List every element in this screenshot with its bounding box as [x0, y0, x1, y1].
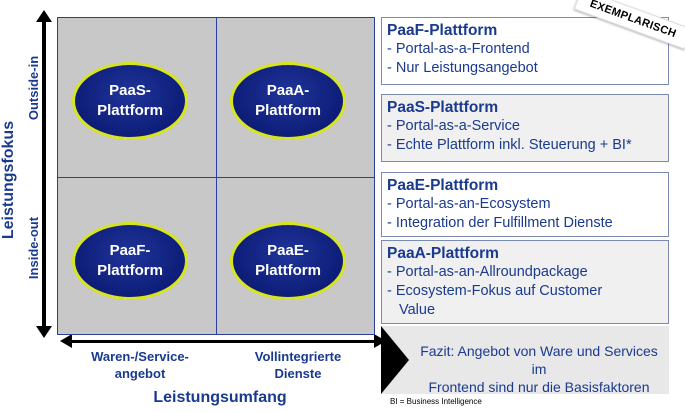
x-axis-title: Leistungsumfang — [153, 389, 287, 406]
x-axis-right-label: Vollintegrierte Dienste — [228, 348, 368, 382]
x-axis-left-label: Waren-/Service- angebot — [70, 348, 210, 382]
box-paaf: PaaF-Plattform - Portal-as-a-Frontend - … — [381, 17, 669, 85]
box-paaf-line1: - Portal-as-a-Frontend — [387, 41, 530, 57]
x-axis-arrow — [60, 334, 386, 348]
x-axis-right-label-line1: Vollintegrierte — [254, 349, 342, 364]
box-paas-line2: - Echte Plattform inkl. Steuerung + BI* — [387, 137, 632, 153]
fazit-line1: Fazit: Angebot von Ware und Services im — [420, 343, 658, 377]
box-paae-line1: - Portal-as-an-Ecosystem — [387, 196, 551, 212]
box-paaa-line1: - Portal-as-an-Allroundpackage — [387, 264, 588, 280]
box-paaa-title: PaaA-Plattform — [387, 245, 499, 262]
box-paae: PaaE-Plattform - Portal-as-an-Ecosystem … — [381, 172, 669, 237]
quadrant-paaf-line2: Plattform — [97, 262, 163, 279]
matrix-divider-vertical — [216, 18, 217, 334]
x-axis-left-label-line1: Waren-/Service- — [91, 349, 189, 364]
box-paae-line2: - Integration der Fulfillment Dienste — [387, 215, 613, 231]
quadrant-paaf-line1: PaaF- — [109, 242, 151, 259]
box-paae-title: PaaE-Plattform — [387, 177, 499, 194]
quadrant-paaf: PaaF- Plattform — [72, 222, 188, 300]
quadrant-paas-line1: PaaS- — [109, 82, 151, 99]
fazit-arrow-icon — [381, 326, 409, 394]
quadrant-paas-line2: Plattform — [97, 102, 163, 119]
quadrant-paae-line2: Plattform — [255, 262, 321, 279]
box-paaa: PaaA-Plattform - Portal-as-an-Allroundpa… — [381, 240, 669, 324]
x-axis-left-label-line2: angebot — [114, 366, 166, 381]
y-axis-arrow — [36, 10, 52, 338]
fazit-box: Fazit: Angebot von Ware und Services im … — [381, 326, 669, 396]
y-axis-title: Leistungsfokus — [0, 120, 17, 240]
matrix-divider-horizontal — [58, 177, 374, 178]
box-paas-title: PaaS-Plattform — [387, 99, 499, 116]
platform-matrix: PaaS- Plattform PaaA- Plattform PaaF- Platt… — [57, 17, 375, 335]
quadrant-paae: PaaE- Plattform — [230, 222, 346, 300]
x-axis-right-label-line2: Dienste — [274, 366, 322, 381]
footnote: BI = Business Intelligence — [390, 397, 482, 406]
box-paaf-line2: - Nur Leistungsangebot — [387, 60, 538, 76]
quadrant-paas: PaaS- Plattform — [72, 62, 188, 140]
fazit-line2: Frontend sind nur die Basisfaktoren — [428, 379, 650, 395]
box-paas: PaaS-Plattform - Portal-as-a-Service - E… — [381, 94, 669, 162]
box-paaa-line2: - Ecosystem-Fokus auf Customer — [387, 283, 603, 299]
box-paas-line1: - Portal-as-a-Service — [387, 118, 520, 134]
quadrant-paae-line1: PaaE- — [267, 242, 309, 259]
box-paaf-title: PaaF-Plattform — [387, 22, 498, 39]
quadrant-paaa-line1: PaaA- — [266, 82, 310, 99]
fazit-text: Fazit: Angebot von Ware und Services im … — [411, 342, 667, 396]
quadrant-paaa-line2: Plattform — [255, 102, 321, 119]
quadrant-paaa: PaaA- Plattform — [230, 62, 346, 140]
y-axis-top-label: Outside-in — [26, 55, 41, 121]
box-paaa-line3: Value — [399, 302, 436, 318]
y-axis-bottom-label: Inside-out — [26, 216, 41, 280]
